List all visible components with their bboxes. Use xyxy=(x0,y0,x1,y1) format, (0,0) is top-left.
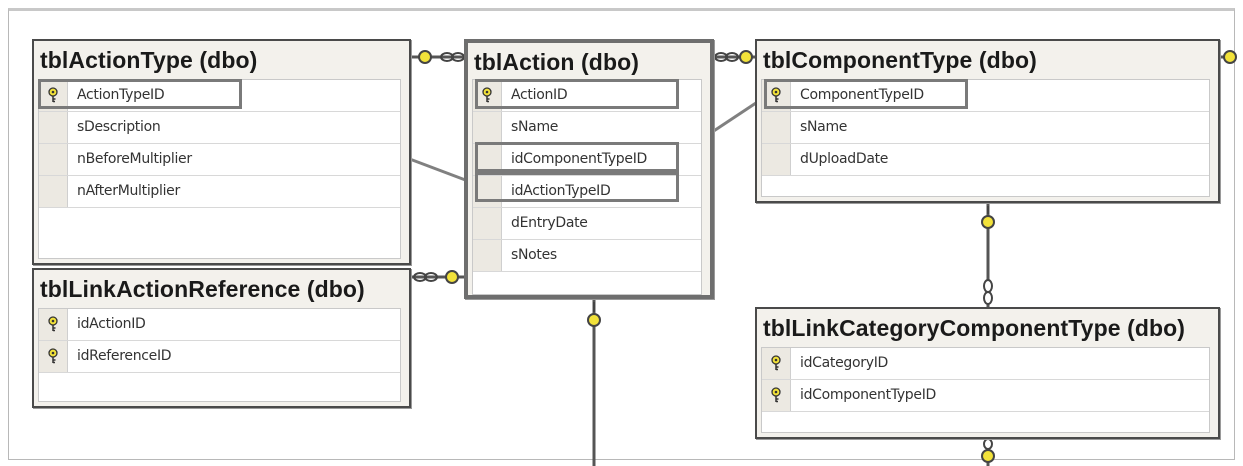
column-row[interactable]: idComponentTypeID xyxy=(762,380,1209,412)
table-tbllinkcategorycomponenttype[interactable]: tblLinkCategoryComponentType (dbo) idCat… xyxy=(755,307,1220,439)
table-title: tblLinkCategoryComponentType (dbo) xyxy=(763,315,1186,341)
column-name: idComponentTypeID xyxy=(511,151,648,167)
primary-key-icon xyxy=(771,387,781,403)
primary-key-icon xyxy=(48,316,58,332)
table-tblcomponenttype[interactable]: tblComponentType (dbo) ComponentTypeID sN… xyxy=(755,39,1220,203)
column-grid: idCategoryID idComponentTypeID xyxy=(761,347,1210,433)
column-name: dEntryDate xyxy=(511,215,588,231)
column-row[interactable]: nBeforeMultiplier xyxy=(39,144,400,176)
column-row[interactable]: sNotes xyxy=(473,240,701,272)
highlight-actionid xyxy=(475,79,679,109)
column-name: sNotes xyxy=(511,247,557,263)
column-grid: ActionTypeID sDescription nBeforeMultiplie… xyxy=(38,79,401,259)
primary-key-icon xyxy=(771,355,781,371)
table-title: tblLinkActionReference (dbo) xyxy=(40,276,365,302)
column-row[interactable]: nAfterMultiplier xyxy=(39,176,400,208)
row-selector[interactable] xyxy=(39,112,68,143)
primary-key-icon xyxy=(48,348,58,364)
row-selector[interactable] xyxy=(762,144,791,175)
column-name: idActionID xyxy=(77,316,146,332)
row-selector[interactable] xyxy=(39,144,68,175)
primary-key-icon xyxy=(482,87,492,103)
column-row[interactable]: ActionTypeID xyxy=(39,80,400,112)
highlight-idcomponenttypeid xyxy=(475,142,679,172)
row-selector[interactable] xyxy=(762,348,791,379)
row-selector[interactable] xyxy=(473,208,502,239)
column-row[interactable]: dEntryDate xyxy=(473,208,701,240)
column-row[interactable]: idActionID xyxy=(39,309,400,341)
table-title: tblActionType (dbo) xyxy=(40,47,258,73)
column-grid: idActionID idReferenceID xyxy=(38,308,401,402)
column-name: ComponentTypeID xyxy=(800,87,924,103)
column-name: idActionTypeID xyxy=(511,183,611,199)
row-selector[interactable] xyxy=(473,240,502,271)
column-row[interactable]: sName xyxy=(762,112,1209,144)
table-title: tblComponentType (dbo) xyxy=(763,47,1037,73)
highlight-actiontypeid xyxy=(38,79,242,109)
column-name: ActionTypeID xyxy=(77,87,165,103)
column-row[interactable]: dUploadDate xyxy=(762,144,1209,176)
row-selector[interactable] xyxy=(762,112,791,143)
column-row[interactable]: sName xyxy=(473,112,701,144)
row-selector[interactable] xyxy=(473,112,502,143)
column-name: idReferenceID xyxy=(77,348,172,364)
column-row[interactable]: idCategoryID xyxy=(762,348,1209,380)
highlight-componenttypeid xyxy=(764,79,968,109)
column-name: idCategoryID xyxy=(800,355,889,371)
row-selector[interactable] xyxy=(39,176,68,207)
column-grid: ComponentTypeID sName dUploadDate xyxy=(761,79,1210,197)
column-row[interactable]: sDescription xyxy=(39,112,400,144)
row-selector[interactable] xyxy=(39,309,68,340)
table-tblactiontype[interactable]: tblActionType (dbo) ActionTypeID sDescrip… xyxy=(32,39,411,265)
column-name: dUploadDate xyxy=(800,151,889,167)
column-name: idComponentTypeID xyxy=(800,387,937,403)
column-name: ActionID xyxy=(511,87,568,103)
primary-key-icon xyxy=(771,87,781,103)
column-name: nBeforeMultiplier xyxy=(77,151,192,167)
highlight-idactiontypeid xyxy=(475,172,679,202)
column-name: sName xyxy=(800,119,848,135)
column-name: sDescription xyxy=(77,119,161,135)
column-name: sName xyxy=(511,119,559,135)
column-name: nAfterMultiplier xyxy=(77,183,180,199)
row-selector[interactable] xyxy=(39,341,68,372)
row-selector[interactable] xyxy=(762,380,791,411)
column-row[interactable]: ActionID xyxy=(473,80,701,112)
column-row[interactable]: idReferenceID xyxy=(39,341,400,373)
primary-key-icon xyxy=(48,87,58,103)
row-selector[interactable] xyxy=(39,80,68,111)
table-title: tblAction (dbo) xyxy=(474,49,640,75)
